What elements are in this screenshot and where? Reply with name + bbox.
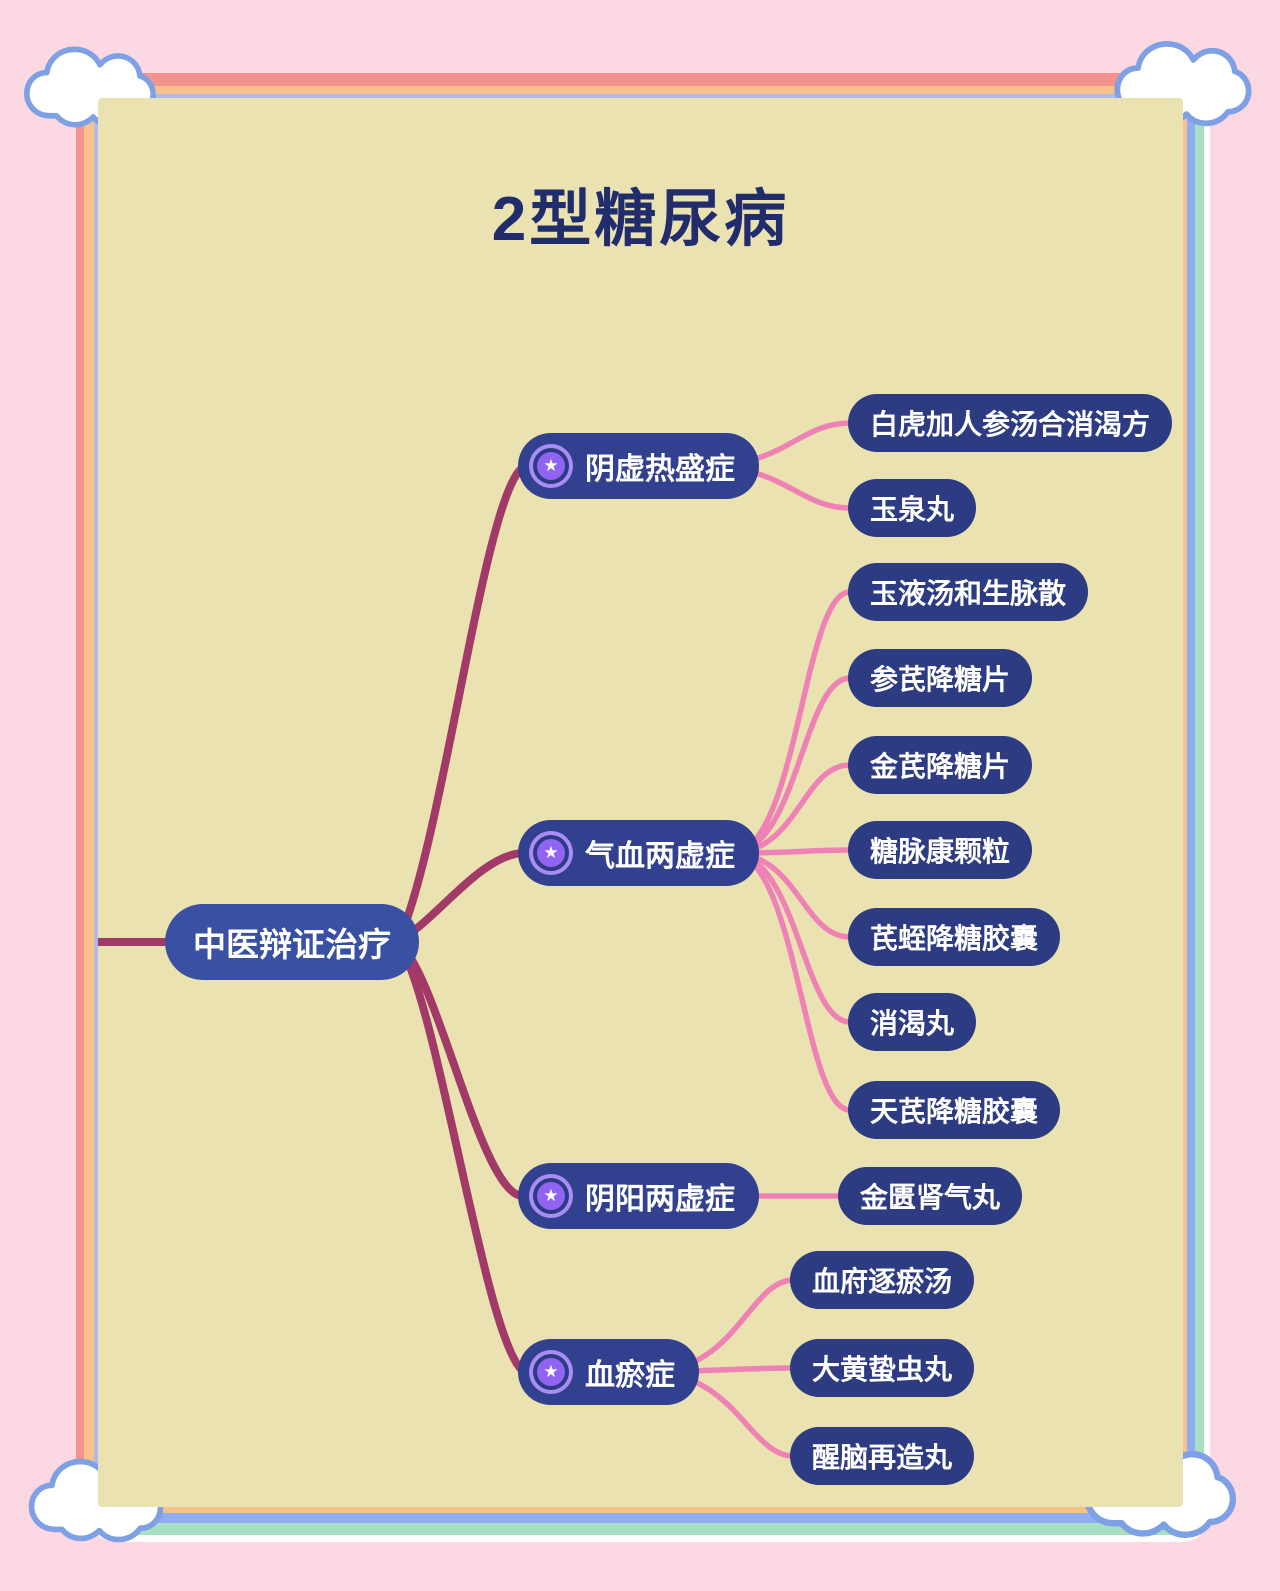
node-leaf[interactable]: 玉泉丸 bbox=[848, 479, 977, 537]
node-branch-label: 血瘀症 bbox=[585, 1359, 675, 1392]
star-icon: ★ bbox=[529, 831, 573, 875]
node-leaf[interactable]: 参芪降糖片 bbox=[848, 649, 1033, 707]
node-leaf[interactable]: 芪蛭降糖胶囊 bbox=[848, 908, 1061, 966]
node-root[interactable]: 中医辩证治疗 bbox=[165, 904, 419, 980]
star-icon: ★ bbox=[529, 444, 573, 488]
node-leaf[interactable]: 大黄蛰虫丸 bbox=[790, 1339, 975, 1397]
node-leaf[interactable]: 消渴丸 bbox=[848, 993, 977, 1051]
star-icon: ★ bbox=[529, 1174, 573, 1218]
mindmap-canvas: 2型糖尿病 中医辩证治疗 ★ 阴虚热盛症 ★ 气血两虚症 ★ 阴阳两虚症 ★ 血… bbox=[98, 98, 1183, 1507]
node-branch-yinyang[interactable]: ★ 阴阳两虚症 bbox=[518, 1163, 759, 1229]
node-leaf[interactable]: 玉液汤和生脉散 bbox=[848, 563, 1089, 621]
node-leaf[interactable]: 白虎加人参汤合消渴方 bbox=[848, 394, 1173, 452]
node-leaf[interactable]: 醒脑再造丸 bbox=[790, 1427, 975, 1485]
node-branch-yinxu[interactable]: ★ 阴虚热盛症 bbox=[518, 433, 759, 499]
node-branch-label: 阴虚热盛症 bbox=[585, 453, 735, 486]
page-title: 2型糖尿病 bbox=[491, 185, 790, 254]
node-branch-xueyu[interactable]: ★ 血瘀症 bbox=[518, 1339, 699, 1405]
node-branch-qixue[interactable]: ★ 气血两虚症 bbox=[518, 820, 759, 886]
node-leaf[interactable]: 血府逐瘀汤 bbox=[790, 1251, 975, 1309]
node-branch-label: 阴阳两虚症 bbox=[585, 1183, 735, 1216]
star-icon: ★ bbox=[529, 1350, 573, 1394]
connector-lines bbox=[98, 420, 853, 1459]
node-branch-label: 气血两虚症 bbox=[585, 840, 735, 873]
node-root-label: 中医辩证治疗 bbox=[193, 926, 391, 963]
node-leaf[interactable]: 金芪降糖片 bbox=[848, 736, 1033, 794]
node-leaf[interactable]: 天芪降糖胶囊 bbox=[848, 1081, 1061, 1139]
node-leaf[interactable]: 金匮肾气丸 bbox=[838, 1167, 1023, 1225]
node-leaf[interactable]: 糖脉康颗粒 bbox=[848, 821, 1033, 879]
